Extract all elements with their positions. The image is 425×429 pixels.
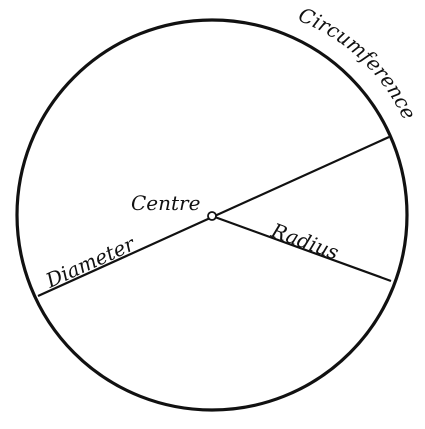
centre-label: Centre <box>131 191 200 215</box>
radius-line <box>211 214 392 283</box>
circumference-label: Circumference <box>295 2 421 123</box>
centre-point <box>207 211 217 221</box>
circle-outline <box>15 18 409 412</box>
radius-label: Radius <box>267 218 342 265</box>
diameter-label: Diameter <box>41 231 139 293</box>
